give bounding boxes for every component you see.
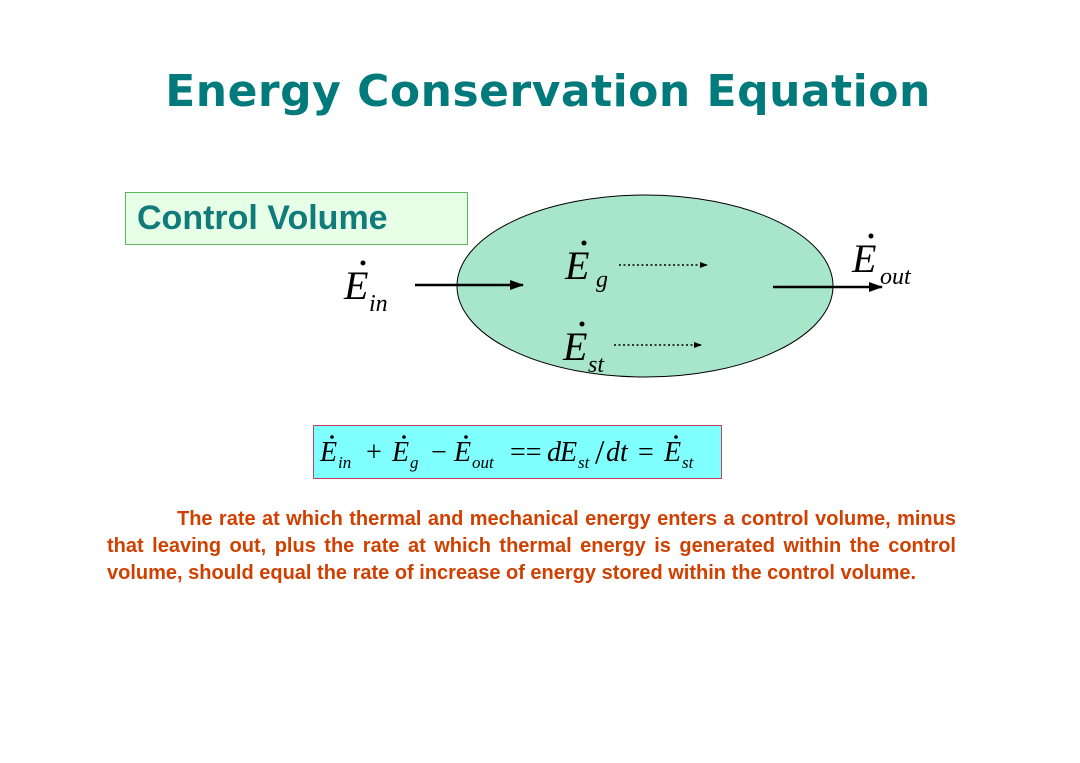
svg-text:E: E xyxy=(343,263,368,308)
svg-text:g: g xyxy=(596,267,608,293)
svg-text:E: E xyxy=(564,243,589,288)
energy-in-symbol: E in xyxy=(343,260,388,317)
svg-text:in: in xyxy=(338,453,351,472)
eq-e-g: E xyxy=(391,437,409,468)
eq-e-out: E xyxy=(453,437,471,468)
svg-text:st: st xyxy=(578,453,591,472)
eq-double-equals: == xyxy=(510,437,542,468)
eq-plus: + xyxy=(366,437,382,468)
svg-text:E: E xyxy=(851,236,876,281)
svg-text:st: st xyxy=(682,453,695,472)
eq-e-in: E xyxy=(319,437,337,468)
energy-balance-equation: E in + E g − E out == d E st xyxy=(313,425,722,479)
svg-text:E: E xyxy=(562,324,587,369)
svg-text:in: in xyxy=(369,291,388,317)
eq-equals: = xyxy=(638,437,654,468)
control-volume-label: Control Volume xyxy=(125,192,468,245)
eq-dt: dt xyxy=(606,437,629,468)
svg-text:out: out xyxy=(880,264,912,290)
eq-slash: / xyxy=(595,434,605,471)
eq-e-st: E xyxy=(663,437,681,468)
energy-out-symbol: E out xyxy=(851,233,912,290)
slide-title: Energy Conservation Equation xyxy=(165,66,931,117)
eq-e-st-numerator: E xyxy=(559,437,577,468)
eq-minus: − xyxy=(431,437,447,468)
svg-text:out: out xyxy=(472,453,495,472)
explanation-paragraph: The rate at which thermal and mechanical… xyxy=(107,508,956,584)
energy-generated-symbol: E g xyxy=(564,240,608,293)
eq-d: d xyxy=(547,437,562,468)
energy-stored-symbol: E st xyxy=(562,321,605,378)
svg-text:st: st xyxy=(588,352,605,378)
svg-text:g: g xyxy=(410,453,419,472)
